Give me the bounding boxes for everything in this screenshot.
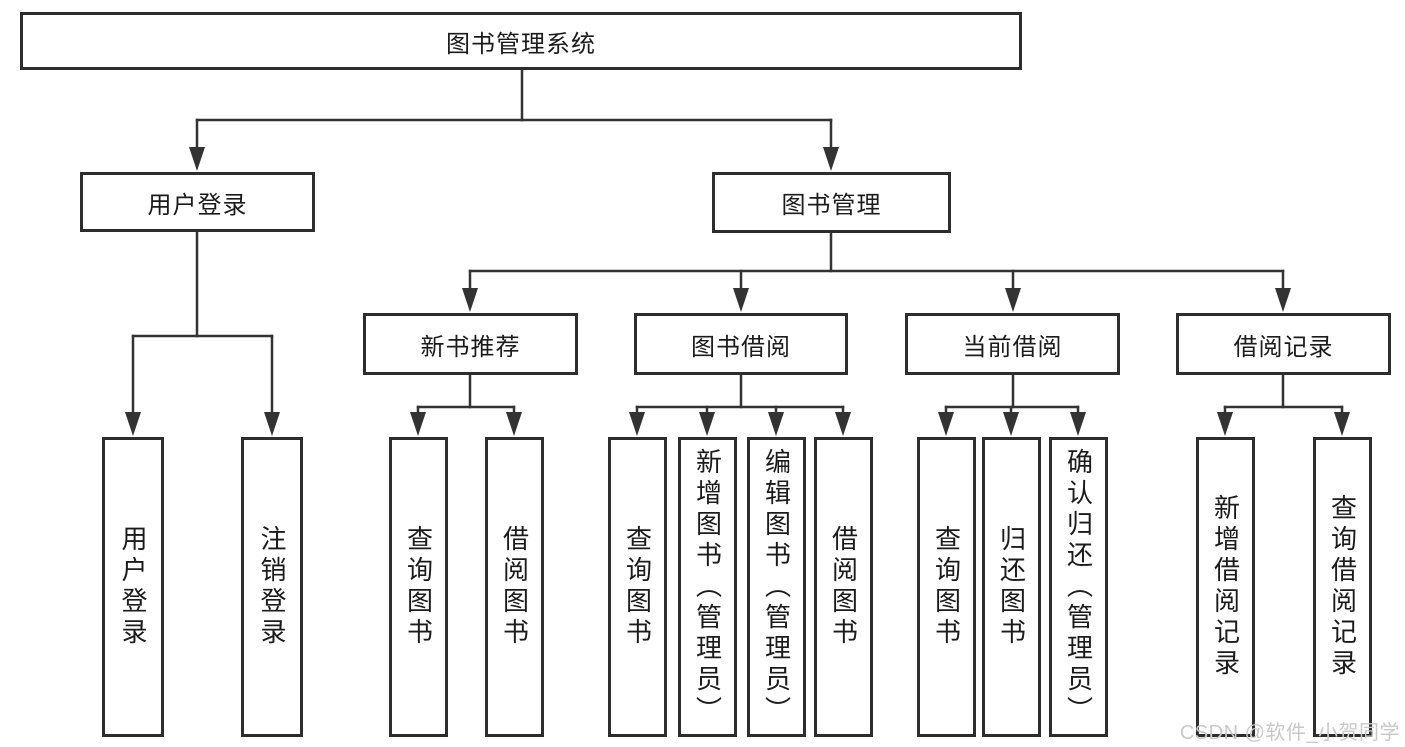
arrowhead-group — [125, 147, 1350, 436]
leaf-add-book-admin: 新增图书（管理员） — [678, 437, 737, 737]
leaf-query-borrow-record-label: 查询借阅记录 — [1327, 494, 1358, 680]
node-book-borrow-label: 图书借阅 — [691, 333, 791, 361]
leaf-user-login: 用户登录 — [102, 437, 164, 737]
node-book-management: 图书管理 — [712, 172, 951, 233]
leaf-query-borrow-record: 查询借阅记录 — [1313, 437, 1372, 737]
node-current-borrow-label: 当前借阅 — [962, 333, 1063, 361]
node-root-label: 图书管理系统 — [446, 30, 596, 58]
leaf-logout: 注销登录 — [241, 437, 303, 737]
node-book-borrow: 图书借阅 — [634, 313, 848, 375]
leaf-add-book-admin-label: 新增图书（管理员） — [692, 447, 723, 727]
leaf-return-book: 归还图书 — [982, 437, 1041, 737]
leaf-borrow-book-recommend: 借阅图书 — [485, 437, 544, 737]
node-root-library-system: 图书管理系统 — [20, 12, 1022, 70]
leaf-query-book-current-label: 查询图书 — [931, 525, 962, 649]
leaf-edit-book-admin-label: 编辑图书（管理员） — [761, 447, 792, 727]
leaf-borrow-book-recommend-label: 借阅图书 — [499, 525, 530, 649]
node-borrow-record-label: 借阅记录 — [1233, 333, 1334, 361]
node-current-borrow: 当前借阅 — [905, 313, 1120, 375]
node-book-management-label: 图书管理 — [781, 192, 882, 219]
leaf-borrow-book: 借阅图书 — [814, 437, 873, 737]
node-new-book-recommend-label: 新书推荐 — [420, 333, 521, 361]
leaf-confirm-return-admin: 确认归还（管理员） — [1049, 437, 1108, 737]
csdn-watermark: CSDN @软件_小贺同学 — [1179, 722, 1400, 744]
leaf-logout-label: 注销登录 — [257, 525, 287, 649]
leaf-query-book-recommend: 查询图书 — [389, 437, 448, 737]
node-borrow-record: 借阅记录 — [1176, 313, 1391, 375]
leaf-user-login-label: 用户登录 — [118, 525, 148, 649]
node-user-login: 用户登录 — [80, 172, 315, 232]
leaf-query-book-current: 查询图书 — [917, 437, 976, 737]
leaf-edit-book-admin: 编辑图书（管理员） — [747, 437, 806, 737]
leaf-borrow-book-label: 借阅图书 — [828, 525, 859, 649]
node-user-login-label: 用户登录 — [147, 191, 248, 219]
node-new-book-recommend: 新书推荐 — [363, 313, 578, 375]
leaf-query-book-borrow-label: 查询图书 — [622, 525, 653, 649]
leaf-return-book-label: 归还图书 — [996, 525, 1027, 649]
leaf-query-book-recommend-label: 查询图书 — [403, 525, 434, 649]
leaf-confirm-return-admin-label: 确认归还（管理员） — [1063, 447, 1094, 727]
leaf-add-borrow-record: 新增借阅记录 — [1196, 437, 1255, 737]
leaf-query-book-borrow: 查询图书 — [608, 437, 667, 737]
leaf-add-borrow-record-label: 新增借阅记录 — [1210, 494, 1241, 680]
